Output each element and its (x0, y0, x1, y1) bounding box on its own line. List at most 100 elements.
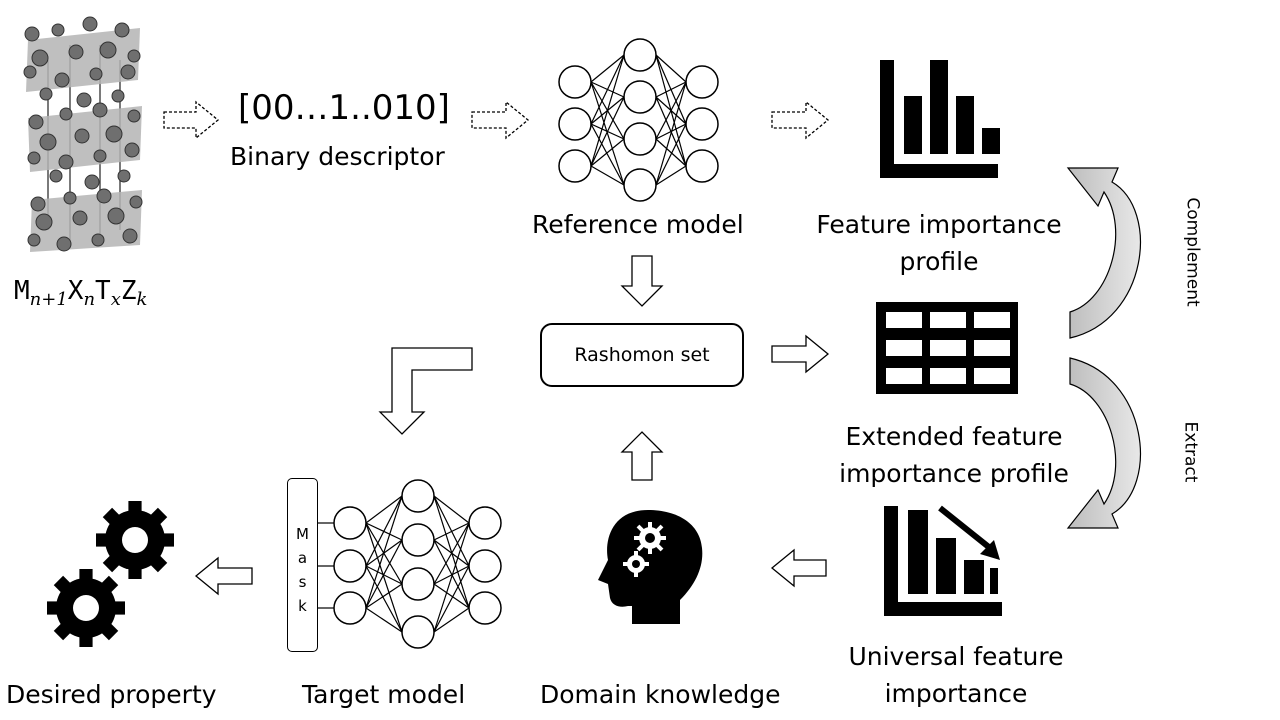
nn-connection (365, 565, 403, 633)
arrow-target-to-desired (194, 556, 253, 596)
arrow-universal-to-domain (770, 548, 827, 588)
gear-hole (73, 595, 99, 621)
nn-connection (365, 539, 403, 609)
mask-letter: M (296, 525, 309, 543)
crystal-structure-image (23, 16, 143, 252)
arrow-rashomon-to-extended (771, 334, 830, 374)
nn-connection (590, 96, 625, 167)
universal-feature-importance-label: Universal feature importance (848, 642, 1064, 708)
nn-node (401, 479, 435, 513)
nn-node (623, 80, 657, 114)
rashomon-set-label: Rashomon set (574, 344, 710, 366)
gear-tooth (110, 601, 125, 615)
nn-connection (433, 583, 470, 609)
nn-connection (365, 495, 403, 567)
gear-tooth (79, 569, 93, 584)
nn-connection (365, 607, 403, 633)
nn-connection (655, 81, 687, 98)
nn-connection (433, 522, 470, 585)
nn-connection (433, 565, 470, 633)
gear-hole (122, 527, 148, 553)
nn-connection (590, 165, 625, 186)
reference-neural-network (558, 38, 719, 202)
descending-chart-icon (884, 505, 1002, 616)
gear-tooth (96, 533, 111, 547)
gear-tooth (102, 507, 123, 528)
nn-connection (433, 539, 470, 609)
nn-node (558, 65, 592, 99)
domain-knowledge-label: Domain knowledge (540, 680, 781, 709)
nn-connection (365, 522, 403, 633)
nn-connection (655, 81, 687, 186)
elbow-arrow-to-target (378, 347, 473, 435)
gear-tooth (53, 575, 74, 596)
mask-layer-box: M a s k (287, 478, 318, 652)
nn-node (685, 149, 719, 183)
nn-connection (590, 138, 625, 167)
extended-feature-importance-profile-label: Extended feature importance profile (839, 422, 1069, 488)
mask-letter: s (298, 573, 307, 591)
nn-connection (433, 522, 470, 541)
nn-node (468, 549, 502, 583)
nn-connection (655, 138, 687, 167)
material-formula: Mn+1XnTxZk (14, 276, 148, 311)
dashed-arrow-1 (163, 100, 220, 140)
nn-node (468, 506, 502, 540)
nn-connection (433, 607, 470, 633)
arrow-up-from-domain (620, 431, 664, 481)
nn-node (333, 591, 367, 625)
gear-tooth (79, 632, 93, 647)
nn-connection (655, 165, 687, 186)
target-neural-network (318, 479, 502, 649)
target-model-label: Target model (302, 680, 466, 709)
arrow-down-to-rashomon (620, 255, 664, 307)
gear-tooth (147, 552, 168, 573)
nn-connection (655, 81, 687, 140)
gear-tooth (53, 620, 74, 641)
nn-node (401, 567, 435, 601)
nn-connection (590, 54, 625, 167)
binary-descriptor-label: Binary descriptor (230, 142, 445, 171)
gear-tooth (159, 533, 174, 547)
nn-connection (590, 123, 625, 186)
feature-importance-profile-label: Feature importance profile (816, 210, 1062, 276)
bar-chart-icon (880, 60, 1000, 178)
dashed-arrow-3 (771, 100, 830, 140)
head-gears-icon (598, 510, 703, 624)
mask-letter: k (298, 597, 307, 615)
nn-node (333, 506, 367, 540)
nn-connection (655, 123, 687, 186)
nn-connection (590, 54, 625, 125)
nn-node (685, 107, 719, 141)
gear-tooth (47, 601, 62, 615)
gear-tooth (102, 552, 123, 573)
table-grid-icon (876, 302, 1018, 394)
nn-node (401, 523, 435, 557)
nn-node (623, 122, 657, 156)
nn-connection (433, 495, 470, 609)
nn-node (558, 107, 592, 141)
gear-tooth (98, 575, 119, 596)
nn-connection (590, 54, 625, 83)
nn-node (623, 38, 657, 72)
nn-node (558, 149, 592, 183)
nn-node (623, 168, 657, 202)
nn-connection (365, 583, 403, 609)
complement-curved-arrow (1066, 167, 1141, 339)
mask-letter: a (297, 549, 308, 567)
desired-property-label: Desired property (6, 680, 217, 709)
nn-connection (590, 81, 625, 186)
nn-node (685, 65, 719, 99)
binary-descriptor-code: [00…1..010] (238, 88, 450, 128)
nn-connection (365, 495, 403, 524)
nn-connection (655, 54, 687, 83)
extract-curved-arrow (1066, 357, 1141, 529)
rashomon-set-box: Rashomon set (540, 323, 744, 387)
gear-tooth (128, 501, 142, 516)
nn-connection (433, 495, 470, 524)
gear-tooth (98, 620, 119, 641)
nn-connection (433, 565, 470, 585)
gear-tooth (147, 507, 168, 528)
